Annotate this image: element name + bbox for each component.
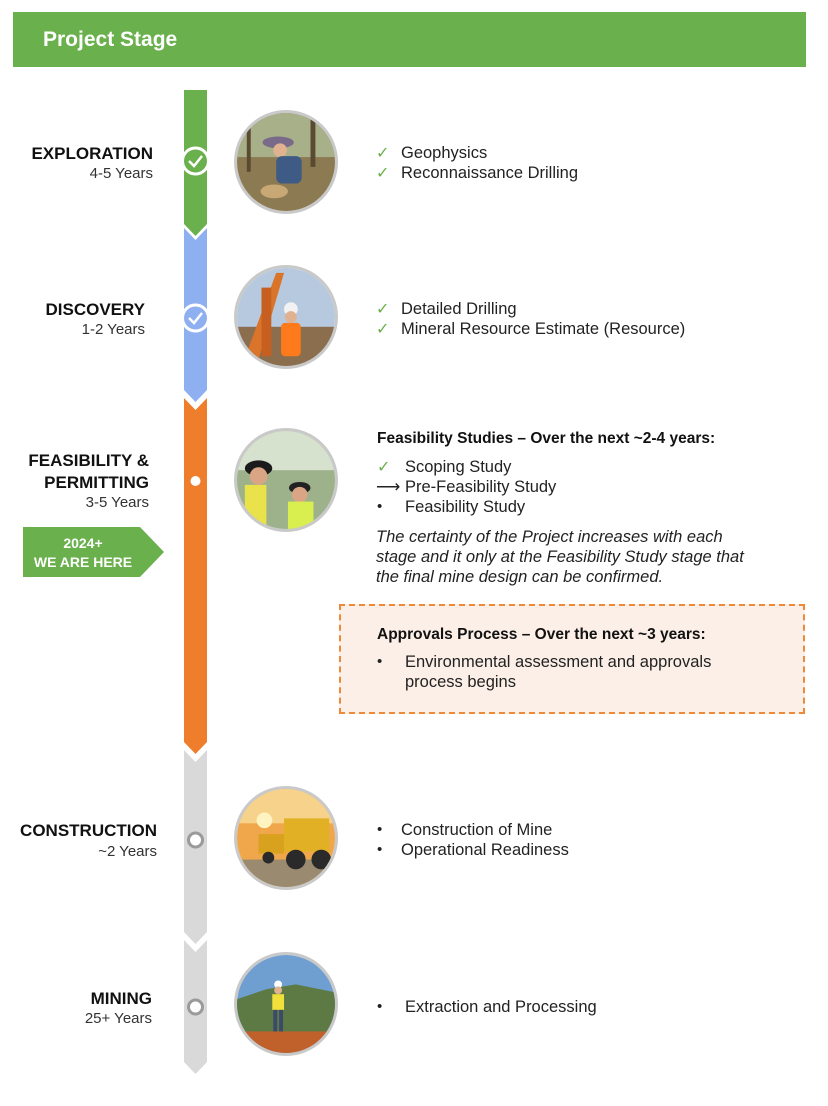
stage-name-discovery: DISCOVERY <box>45 300 145 319</box>
node-feasibility <box>190 476 201 486</box>
badge-label: WE ARE HERE <box>33 554 133 570</box>
exploration-item-2: Reconnaissance Drilling <box>401 164 579 182</box>
stage-years-construction: ~2 Years <box>98 843 157 860</box>
feasibility-note-line3: the final mine design can be confirmed. <box>376 568 664 586</box>
bullet-icon: • <box>377 821 383 838</box>
construction-photo <box>234 786 338 890</box>
discovery-photo <box>234 265 338 369</box>
check-mark-icon <box>188 312 203 325</box>
node-exploration <box>181 146 210 176</box>
discovery-item-2: Mineral Resource Estimate (Resource) <box>401 320 686 338</box>
node-mining <box>187 998 204 1016</box>
exploration-item-1: Geophysics <box>401 144 488 162</box>
check-mark-icon: ✓ <box>376 301 390 318</box>
check-mark-icon <box>188 155 203 168</box>
feasibility-item-1: Scoping Study <box>405 458 512 476</box>
mining-photo <box>234 952 338 1056</box>
stage-years-feasibility: 3-5 Years <box>85 494 149 511</box>
exploration-photo <box>234 110 338 214</box>
feasibility-item-3: Feasibility Study <box>405 498 526 516</box>
construction-item-2: Operational Readiness <box>401 841 569 859</box>
approvals-item-line1: Environmental assessment and approvals <box>405 653 712 671</box>
check-mark-icon: ✓ <box>376 165 390 182</box>
feasibility-item-2: Pre-Feasibility Study <box>405 478 557 496</box>
arrow-right-icon: ⟶ <box>376 477 401 496</box>
construction-item-1: Construction of Mine <box>401 821 553 839</box>
stage-name-exploration: EXPLORATION <box>31 144 153 163</box>
stage-years-discovery: 1-2 Years <box>81 321 145 338</box>
bullet-icon: • <box>377 998 383 1015</box>
bullet-icon: • <box>377 653 383 670</box>
stage-years-mining: 25+ Years <box>84 1010 152 1027</box>
we-are-here-badge <box>23 527 164 577</box>
bullet-icon: • <box>377 841 383 858</box>
stage-name-feasibility-line1: FEASIBILITY & <box>28 451 149 470</box>
mining-item-1: Extraction and Processing <box>405 998 597 1016</box>
feasibility-heading: Feasibility Studies – Over the next ~2-4… <box>377 430 716 447</box>
check-mark-icon: ✓ <box>376 321 390 338</box>
bullet-icon: • <box>377 498 383 515</box>
stage-years-exploration: 4-5 Years <box>89 165 153 182</box>
stage-name-feasibility-line2: PERMITTING <box>44 473 149 492</box>
approvals-item-line2: process begins <box>405 673 516 691</box>
approvals-box <box>339 604 805 714</box>
node-discovery <box>181 303 210 333</box>
discovery-item-1: Detailed Drilling <box>401 300 517 318</box>
feasibility-note-line2: stage and it only at the Feasibility Stu… <box>376 548 744 566</box>
check-mark-icon: ✓ <box>376 145 390 162</box>
stage-name-construction: CONSTRUCTION <box>20 821 157 840</box>
header-bar: Project Stage <box>13 12 806 67</box>
feasibility-photo <box>234 428 338 532</box>
page-title: Project Stage <box>43 28 178 51</box>
timeline-segment-discovery <box>184 228 207 402</box>
check-mark-icon: ✓ <box>377 459 391 476</box>
badge-year: 2024+ <box>63 535 103 551</box>
node-construction <box>187 831 204 849</box>
feasibility-note-line1: The certainty of the Project increases w… <box>376 528 723 546</box>
timeline-segment-feasibility <box>184 398 207 754</box>
stage-name-mining: MINING <box>90 989 152 1008</box>
approvals-heading: Approvals Process – Over the next ~3 yea… <box>377 626 706 643</box>
